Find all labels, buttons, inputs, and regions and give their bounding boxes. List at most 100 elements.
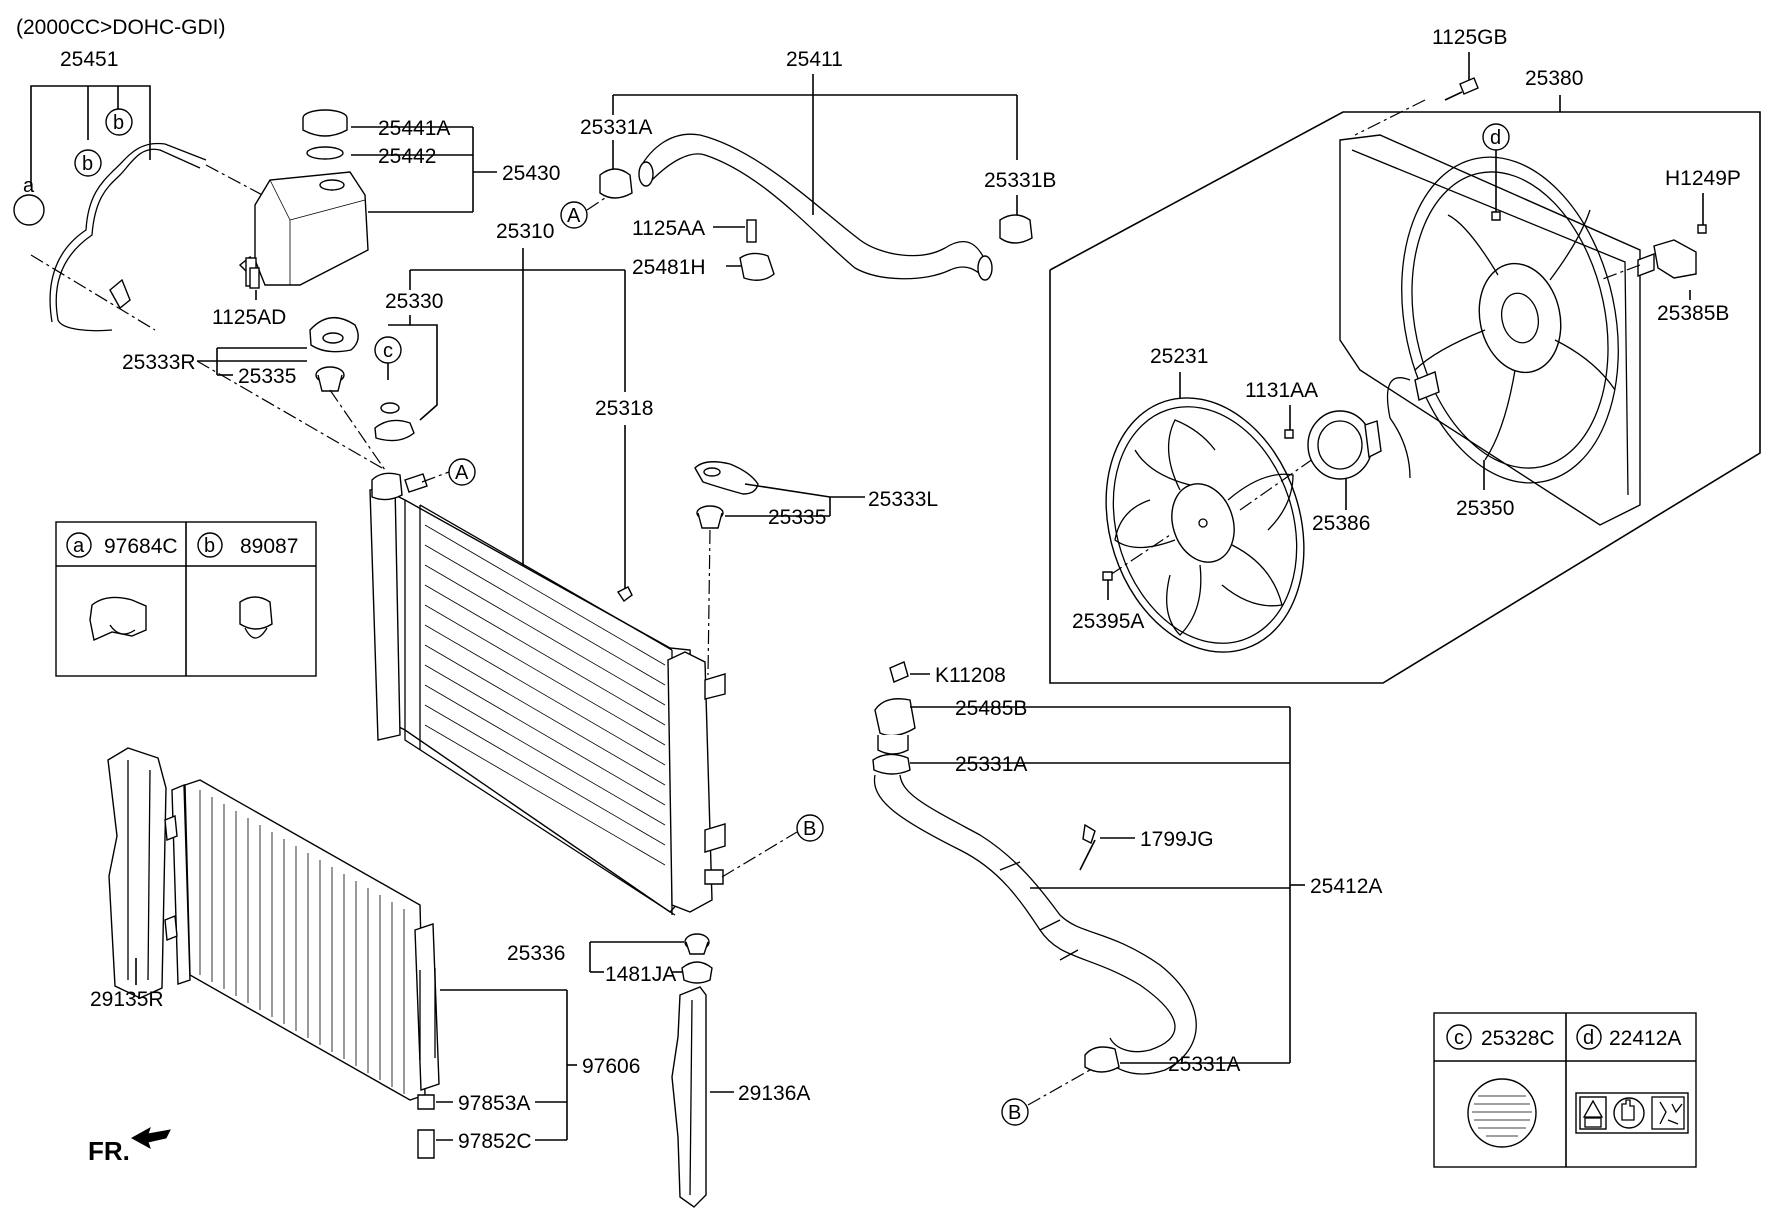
part-label-25411[interactable]: 25411: [786, 48, 843, 71]
part-label-1125AA[interactable]: 1125AA: [632, 217, 705, 240]
upper-mount-left-group: 25333R 25335: [122, 317, 386, 471]
part-label-25336[interactable]: 25336: [507, 942, 565, 965]
connector-25385B: [1653, 239, 1697, 279]
part-label-1125AD[interactable]: 1125AD: [212, 306, 286, 329]
condenser-group: 97606 97853A 97852C: [164, 779, 640, 1159]
part-label-25441A[interactable]: 25441A: [378, 117, 450, 140]
reservoir-group: 25441A 25442 25430 1125AD: [212, 109, 560, 329]
part-label-25380[interactable]: 25380: [1525, 67, 1583, 90]
legend-c-circle: [1446, 1024, 1472, 1050]
callout-a-label: a: [23, 175, 35, 197]
part-label-H1249P[interactable]: H1249P: [1665, 167, 1741, 190]
part-label-97606[interactable]: 97606: [582, 1055, 640, 1078]
overflow-hose-group: 25451 a b b: [13, 48, 301, 332]
hose-connector-25485B: [874, 698, 916, 737]
legend-a-part[interactable]: 97684C: [104, 535, 178, 558]
callout-b-label-1: b: [113, 112, 124, 134]
legend-d-letter: d: [1583, 1027, 1594, 1049]
part-label-97853A[interactable]: 97853A: [458, 1092, 530, 1115]
part-label-25310[interactable]: 25310: [496, 220, 554, 243]
part-label-25412A[interactable]: 25412A: [1310, 875, 1382, 898]
radiator-right-tank: [667, 651, 713, 913]
legend-a-letter: a: [73, 535, 85, 557]
callout-b-label-2: b: [82, 153, 93, 175]
bracket-25481H: [739, 252, 775, 281]
callout-b-circle-1: [105, 108, 133, 136]
callout-a-circle: [13, 194, 45, 226]
part-label-25386[interactable]: 25386: [1312, 512, 1370, 535]
receiver-drier: [414, 923, 440, 1091]
bolt-1131AA: [1284, 429, 1294, 439]
callout-A-radiator-label: A: [455, 462, 469, 484]
fan-assembly-group: 1125GB 25380 d H1249P 25385: [1049, 26, 1761, 684]
legend-b-circle: [197, 532, 223, 558]
part-label-1125GB[interactable]: 1125GB: [1432, 26, 1508, 49]
lower-radiator-hose: [873, 774, 1176, 1053]
part-label-1481JA[interactable]: 1481JA: [605, 963, 676, 986]
part-label-25485B[interactable]: 25485B: [955, 697, 1027, 720]
air-guard-left-group: 29135R: [90, 747, 167, 1011]
legend-d-part[interactable]: 22412A: [1609, 1027, 1681, 1050]
radiator-left-tank: [369, 484, 401, 741]
part-label-25231[interactable]: 25231: [1150, 345, 1208, 368]
cap-warning-label-icon: [1467, 1078, 1537, 1148]
part-label-25331B[interactable]: 25331B: [984, 169, 1056, 192]
part-label-29136A[interactable]: 29136A: [738, 1082, 810, 1105]
part-label-25330[interactable]: 25330: [385, 290, 443, 313]
radiator-core: [384, 488, 701, 913]
part-label-1131AA[interactable]: 1131AA: [1245, 379, 1318, 402]
upper-hose-group: 25411 25331A 25331B A 1125AA 25481H: [560, 48, 1056, 281]
part-label-25335-left[interactable]: 25335: [238, 365, 296, 388]
callout-A-hose-label: A: [567, 205, 581, 227]
part-label-25385B[interactable]: 25385B: [1657, 302, 1729, 325]
part-label-97852C[interactable]: 97852C: [458, 1130, 532, 1153]
callout-A-hose: [560, 201, 588, 229]
part-label-25331A-bot[interactable]: 25331A: [1168, 1053, 1240, 1076]
lower-hose-group: K11208 25485B 25331A 25331A 25412A 1799J…: [872, 661, 1382, 1126]
part-label-25430[interactable]: 25430: [502, 162, 560, 185]
part-label-1799JG[interactable]: 1799JG: [1140, 828, 1214, 851]
bolt-1125GB: [1459, 77, 1479, 95]
legend-d-circle: [1576, 1024, 1602, 1050]
callout-B-radiator: [796, 814, 824, 842]
fan-hub: [1171, 483, 1235, 563]
part-label-25335-right[interactable]: 25335: [768, 506, 826, 529]
bolt-1125AA: [746, 219, 757, 243]
shroud-motor-mount: [1478, 262, 1562, 374]
upper-mount-right-group: 25335 25333L: [694, 461, 938, 676]
air-guard-29135R: [107, 747, 167, 999]
part-label-25442[interactable]: 25442: [378, 145, 436, 168]
reservoir-tank: [254, 171, 369, 286]
legend-a-circle: [66, 532, 92, 558]
legend-b-part[interactable]: 89087: [240, 535, 298, 558]
drain-plug-25318: [616, 586, 633, 603]
callout-B-radiator-label: B: [803, 818, 816, 840]
part-label-25481H[interactable]: 25481H: [632, 256, 706, 279]
part-label-25395A[interactable]: 25395A: [1072, 610, 1144, 633]
callout-c-label: c: [383, 340, 393, 362]
hose-clip: [109, 278, 131, 310]
part-label-25451[interactable]: 25451: [60, 48, 118, 71]
part-label-25333L[interactable]: 25333L: [868, 488, 938, 511]
part-label-25350[interactable]: 25350: [1456, 497, 1514, 520]
front-direction-marker: FR.: [88, 1126, 171, 1166]
air-guard-29136A: [671, 986, 707, 1208]
legend-ab-table: a 97684C b 89087: [55, 521, 317, 677]
legend-c-part[interactable]: 25328C: [1481, 1027, 1555, 1050]
part-label-K11208[interactable]: K11208: [935, 664, 1006, 687]
upper-radiator-hose: [639, 133, 986, 261]
part-label-25333R[interactable]: 25333R: [122, 351, 196, 374]
hose-clamp-25331A-top: [599, 168, 633, 199]
plug-97852C: [417, 1129, 435, 1159]
legend-b-letter: b: [204, 535, 215, 557]
hose-clamp-25331A-mid: [872, 753, 911, 775]
shroud-ring: [1401, 156, 1619, 484]
radiator-cap: [374, 419, 415, 442]
part-label-25318[interactable]: 25318: [595, 397, 653, 420]
fan-assembly-box: [1049, 111, 1761, 684]
callout-b-circle-2: [74, 149, 102, 177]
part-label-25331A-top[interactable]: 25331A: [580, 116, 652, 139]
cap-label-25328C: [380, 402, 400, 414]
part-label-25331A-mid[interactable]: 25331A: [955, 753, 1027, 776]
part-label-29135R[interactable]: 29135R: [90, 988, 164, 1011]
